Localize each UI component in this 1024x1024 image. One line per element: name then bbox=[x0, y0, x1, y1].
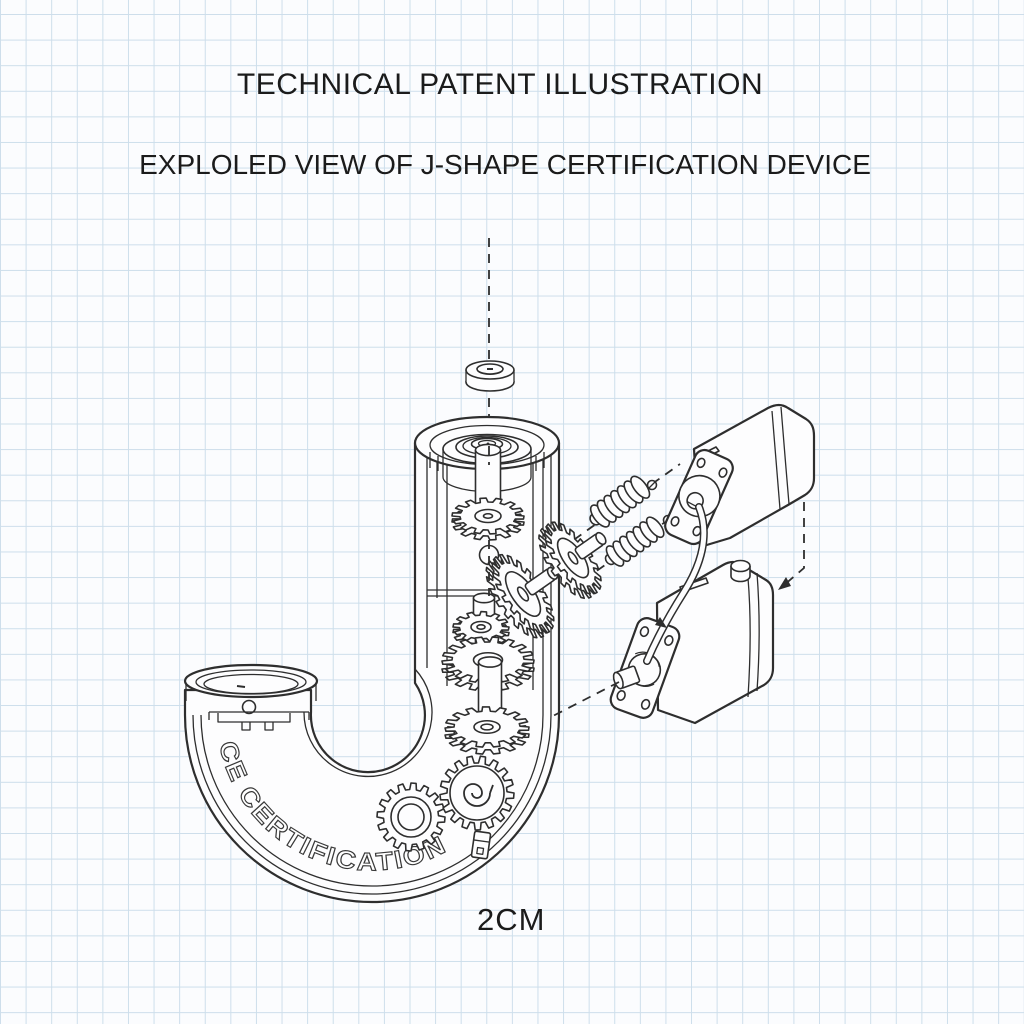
hook-gears bbox=[377, 756, 514, 851]
assembly-leader-lines bbox=[548, 502, 805, 719]
end-cap bbox=[183, 663, 319, 731]
washer bbox=[465, 360, 515, 392]
latch-bracket bbox=[470, 830, 492, 860]
drawing-subtitle: EXPLOLED VIEW OF J-SHAPE CERTIFICATION D… bbox=[139, 149, 871, 180]
worm-springs bbox=[589, 475, 665, 567]
drawing-title: TECHNICAL PATENT ILLUSTRATION bbox=[236, 68, 764, 101]
scale-label: 2CM bbox=[477, 902, 546, 937]
motor-wires bbox=[643, 503, 708, 665]
stem-gear-train bbox=[442, 443, 534, 754]
electric-motor bbox=[664, 403, 816, 549]
spring-axis-lines bbox=[560, 463, 704, 581]
coil-spring bbox=[604, 516, 665, 567]
exploded-bevel-gears bbox=[475, 514, 607, 648]
gear-reducer bbox=[609, 559, 775, 725]
coil-spring bbox=[589, 475, 651, 528]
